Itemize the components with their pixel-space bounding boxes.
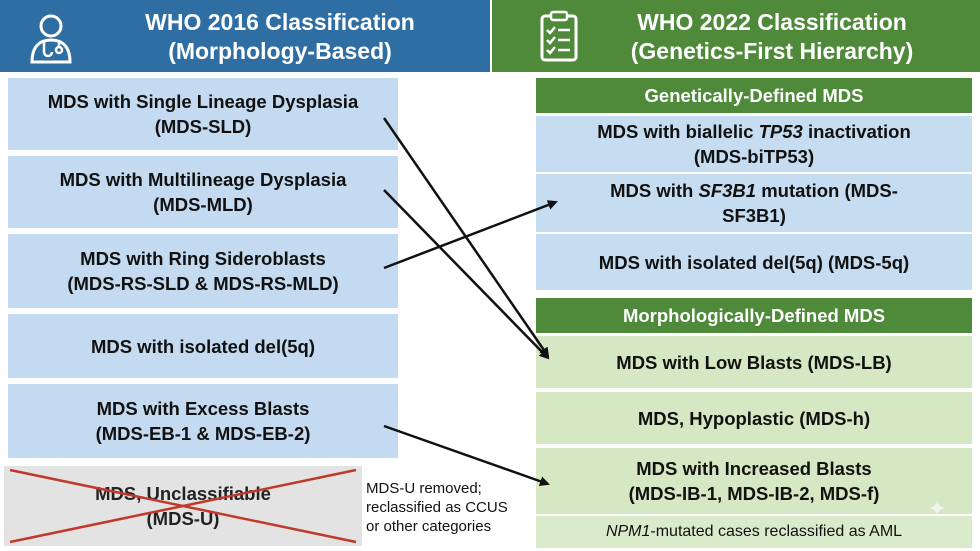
mds-u-abbr: (MDS-U) bbox=[146, 508, 220, 529]
arrow-rs-to-sf3b1 bbox=[383, 200, 558, 270]
mds-u-box: MDS, Unclassifiable (MDS-U) bbox=[4, 466, 362, 546]
morph-band: Morphologically-Defined MDS bbox=[536, 298, 972, 333]
who-2022-header: WHO 2022 Classification (Genetics-First … bbox=[492, 0, 980, 72]
removed-cross-icon bbox=[9, 468, 357, 544]
mds-5q-box: MDS with isolated del(5q) (MDS-5q) bbox=[536, 234, 972, 290]
arrow-eb-to-ib bbox=[383, 424, 550, 487]
who-2022-title: WHO 2022 Classification bbox=[637, 9, 907, 35]
mds-sld-box: MDS with Single Lineage Dysplasia (MDS-S… bbox=[8, 78, 398, 150]
mds-u-name: MDS, Unclassifiable bbox=[95, 483, 271, 504]
npm1-note: NPM1-mutated cases reclassified as AML bbox=[536, 516, 972, 548]
who-2016-subtitle: (Morphology-Based) bbox=[168, 38, 392, 64]
mds-sld-name: MDS with Single Lineage Dysplasia bbox=[47, 91, 359, 112]
mds-rs-name: MDS with Ring Sideroblasts bbox=[80, 248, 326, 269]
who-2016-title: WHO 2016 Classification bbox=[145, 9, 415, 35]
note-line-3: or other categories bbox=[366, 518, 492, 535]
note-line-2: reclassified as CCUS bbox=[366, 499, 508, 516]
sparkle-icon: ✦ bbox=[928, 496, 947, 521]
npm1-note-text: -mutated cases reclassified as AML bbox=[650, 523, 903, 540]
arrow-mld-to-lb bbox=[383, 189, 550, 360]
mds-del5q-2016-name: MDS with isolated del(5q) bbox=[90, 335, 316, 357]
mds-eb-abbr: (MDS-EB-1 & MDS-EB-2) bbox=[95, 423, 311, 444]
mds-sld-abbr: (MDS-SLD) bbox=[154, 116, 252, 137]
note-line-1: MDS-U removed; bbox=[366, 480, 482, 497]
mds-h-name: MDS, Hypoplastic (MDS-h) bbox=[637, 407, 871, 429]
mds-mld-box: MDS with Multilineage Dysplasia (MDS-MLD… bbox=[8, 156, 398, 228]
mds-mld-abbr: (MDS-MLD) bbox=[153, 194, 253, 215]
mds-mld-name: MDS with Multilineage Dysplasia bbox=[59, 169, 347, 190]
mds-rs-box: MDS with Ring Sideroblasts (MDS-RS-SLD &… bbox=[8, 234, 398, 308]
mds-ib-abbr: (MDS-IB-1, MDS-IB-2, MDS-f) bbox=[628, 483, 880, 504]
mds-bitp53-box: MDS with biallelic TP53 inactivation (MD… bbox=[536, 116, 972, 172]
mds-sf3b1-post: mutation (MDS- bbox=[756, 180, 898, 201]
who-2022-subtitle: (Genetics-First Hierarchy) bbox=[630, 38, 914, 64]
doctor-icon bbox=[30, 14, 72, 64]
mds-ib-name: MDS with Increased Blasts bbox=[636, 458, 872, 479]
mds-eb-box: MDS with Excess Blasts (MDS-EB-1 & MDS-E… bbox=[8, 384, 398, 458]
mds-lb-name: MDS with Low Blasts (MDS-LB) bbox=[616, 351, 892, 373]
mds-rs-abbr: (MDS-RS-SLD & MDS-RS-MLD) bbox=[67, 273, 339, 294]
who-2016-header: WHO 2016 Classification (Morphology-Base… bbox=[0, 0, 490, 72]
mds-u-removed-note: MDS-U removed; reclassified as CCUS or o… bbox=[366, 479, 538, 536]
mds-5q-name: MDS with isolated del(5q) (MDS-5q) bbox=[598, 251, 910, 273]
tp53-gene: TP53 bbox=[758, 121, 803, 142]
arrow-sld-to-lb bbox=[382, 117, 550, 358]
mds-sf3b1-pre: MDS with bbox=[610, 180, 699, 201]
mds-h-box: MDS, Hypoplastic (MDS-h) bbox=[536, 392, 972, 444]
genetic-band: Genetically-Defined MDS bbox=[536, 78, 972, 113]
mds-bitp53-abbr: (MDS-biTP53) bbox=[693, 146, 815, 167]
clipboard-checklist-icon bbox=[540, 10, 578, 62]
mds-eb-name: MDS with Excess Blasts bbox=[96, 398, 310, 419]
mds-del5q-2016-box: MDS with isolated del(5q) bbox=[8, 314, 398, 378]
mds-sf3b1-box: MDS with SF3B1 mutation (MDS- SF3B1) bbox=[536, 174, 972, 232]
npm1-gene: NPM1 bbox=[605, 523, 651, 540]
mds-bitp53-pre: MDS with biallelic bbox=[597, 121, 759, 142]
mds-lb-box: MDS with Low Blasts (MDS-LB) bbox=[536, 336, 972, 388]
sf3b1-gene: SF3B1 bbox=[698, 180, 757, 201]
mds-ib-box: MDS with Increased Blasts (MDS-IB-1, MDS… bbox=[536, 448, 972, 514]
mds-bitp53-post: inactivation bbox=[802, 121, 911, 142]
mds-sf3b1-abbr: SF3B1) bbox=[722, 205, 786, 226]
